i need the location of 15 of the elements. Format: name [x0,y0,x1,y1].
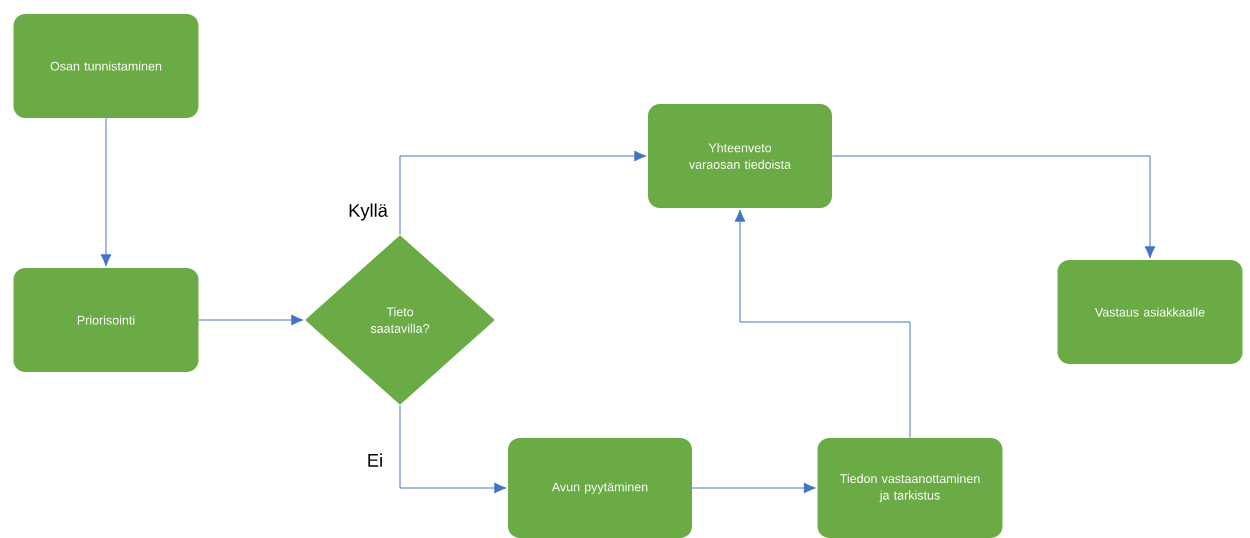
edge-label: Ei [368,453,382,467]
process-box: Priorisointi [13,268,199,372]
arrow [198,314,304,326]
arrow [831,155,1156,259]
arrow [399,150,647,236]
arrow [734,209,911,439]
arrow [691,482,816,494]
arrow [399,404,507,494]
process-box: Vastaus asiakkaalle [1057,260,1243,364]
process-box: Osan tunnistaminen [13,14,199,118]
edge-label: Kyllä [349,203,388,221]
arrow [100,117,112,267]
process-box: Avun pyytäminen [508,438,692,538]
process-box: Tiedon vastaanottaminen ja tarkistus [817,438,1003,538]
process-box: Yhteenveto varaosan tiedoista [648,104,832,208]
